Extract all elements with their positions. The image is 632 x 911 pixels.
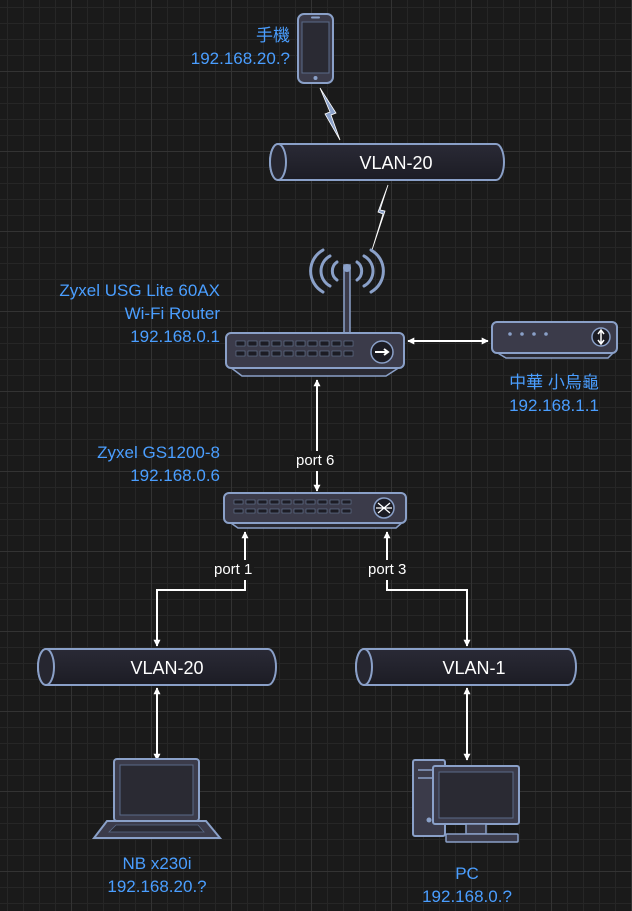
- vlan-left-label: VLAN-20: [130, 658, 203, 678]
- port-slot: [295, 350, 306, 357]
- port-slot: [233, 508, 244, 514]
- pc-label: PC 192.168.0.?: [387, 862, 547, 908]
- vlan-top-label: VLAN-20: [359, 153, 432, 173]
- port-slot: [235, 340, 246, 347]
- phone-label: 手機 192.168.20.?: [150, 24, 290, 70]
- port-slot: [269, 499, 280, 505]
- pc-ip: 192.168.0.?: [422, 887, 512, 906]
- phone-ip: 192.168.20.?: [190, 49, 290, 68]
- port-slot: [257, 499, 268, 505]
- wireless-link-icon: [319, 87, 341, 141]
- port-slot: [247, 340, 258, 347]
- port-slot: [343, 350, 354, 357]
- router-label: Zyxel USG Lite 60AX Wi-Fi Router 192.168…: [0, 279, 220, 348]
- port-slot: [247, 350, 258, 357]
- modem-ip: 192.168.1.1: [509, 396, 599, 415]
- laptop-name: NB x230i: [122, 854, 192, 873]
- port-slot: [245, 508, 256, 514]
- port-slot: [283, 340, 294, 347]
- port-slot: [305, 508, 316, 514]
- vlan-right-label: VLAN-1: [442, 658, 505, 678]
- port-slot: [319, 350, 330, 357]
- vlan-right-pipe: VLAN-1: [355, 648, 577, 686]
- laptop-ip: 192.168.20.?: [107, 877, 207, 896]
- vlan-left-pipe: VLAN-20: [37, 648, 277, 686]
- port-slot: [331, 340, 342, 347]
- port-slot: [341, 508, 352, 514]
- modem-label: 中華 小烏龜 192.168.1.1: [474, 371, 632, 417]
- router-type: Wi-Fi Router: [124, 304, 220, 323]
- port-slot: [245, 499, 256, 505]
- router-icon: [225, 248, 405, 377]
- port-3-label: port 3: [366, 560, 409, 580]
- smartphone-icon: [297, 13, 334, 84]
- port-slot: [331, 350, 342, 357]
- port-slot: [293, 499, 304, 505]
- port-slot: [329, 508, 340, 514]
- port-slot: [233, 499, 244, 505]
- port-slot: [317, 508, 328, 514]
- port-1-label: port 1: [212, 560, 255, 580]
- vlan-top-pipe: VLAN-20: [269, 143, 505, 181]
- switch-label: Zyxel GS1200-8 192.168.0.6: [20, 441, 220, 487]
- port-slot: [341, 499, 352, 505]
- laptop-label: NB x230i 192.168.20.?: [77, 852, 237, 898]
- port-6-label: port 6: [294, 451, 337, 471]
- port-slot: [269, 508, 280, 514]
- port-slot: [319, 340, 330, 347]
- switch-port1-link: [153, 531, 249, 647]
- modem-icon: [491, 321, 618, 359]
- port-slot: [259, 350, 270, 357]
- port-slot: [329, 499, 340, 505]
- port-slot: [317, 499, 328, 505]
- port-slot: [271, 340, 282, 347]
- connectors: [153, 337, 489, 761]
- modem-name: 中華 小烏龜: [509, 373, 599, 392]
- pc-name: PC: [455, 864, 479, 883]
- port-slot: [281, 508, 292, 514]
- port-slot: [271, 350, 282, 357]
- port-slot: [295, 340, 306, 347]
- port-slot: [281, 499, 292, 505]
- wireless-signal-icon: [309, 248, 385, 294]
- port-slot: [257, 508, 268, 514]
- switch-name: Zyxel GS1200-8: [97, 443, 220, 462]
- port-slot: [283, 350, 294, 357]
- wireless-link-icon: [371, 184, 389, 251]
- port-slot: [305, 499, 316, 505]
- switch-ip: 192.168.0.6: [130, 466, 220, 485]
- port-slot: [307, 350, 318, 357]
- port-slot: [259, 340, 270, 347]
- router-ip: 192.168.0.1: [130, 327, 220, 346]
- port-slot: [343, 340, 354, 347]
- port-slot: [307, 340, 318, 347]
- port-slot: [293, 508, 304, 514]
- phone-name: 手機: [256, 26, 290, 45]
- switch-port3-link: [383, 531, 471, 647]
- laptop-icon: [91, 758, 223, 839]
- router-name: Zyxel USG Lite 60AX: [59, 281, 220, 300]
- switch-icon: [223, 492, 407, 529]
- desktop-pc-icon: [412, 759, 520, 843]
- port-slot: [235, 350, 246, 357]
